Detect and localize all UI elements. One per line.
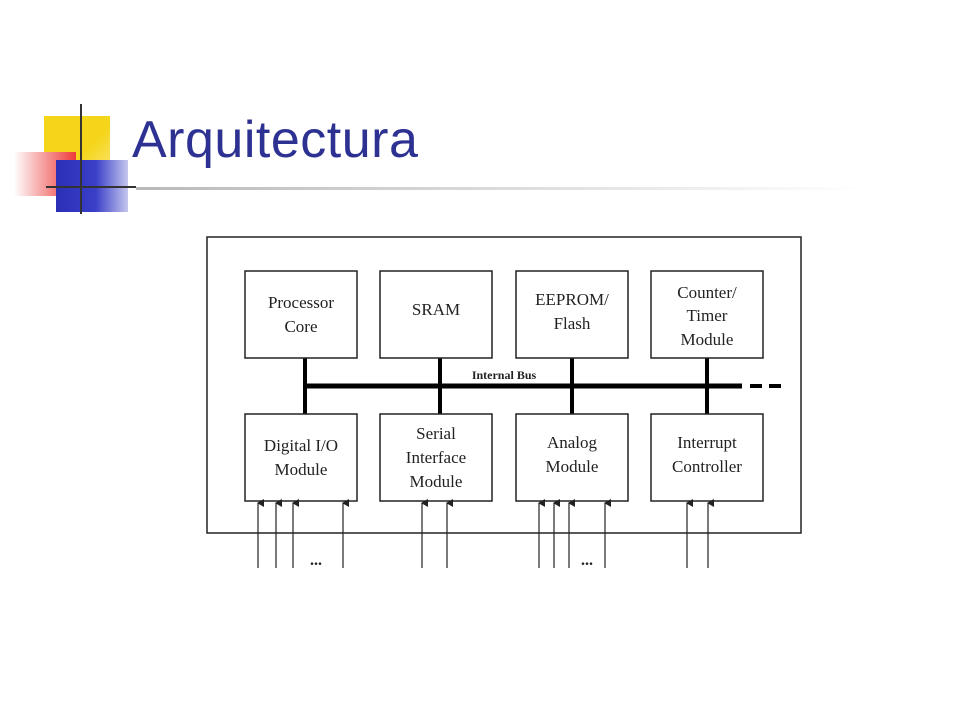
module-label-line: Processor — [268, 293, 334, 312]
module-label-line: Core — [284, 317, 317, 336]
module-label-line: Module — [410, 472, 463, 491]
module-eeprom-flash: EEPROM/ Flash — [515, 270, 629, 359]
decor-vertical-line — [80, 104, 82, 214]
io-pins — [257, 499, 714, 568]
digital-io-pin-ellipsis: ... — [310, 552, 322, 569]
module-label-line: Flash — [554, 314, 591, 333]
module-label-line: Digital I/O — [264, 436, 338, 455]
decor-horizontal-line — [46, 186, 136, 188]
module-counter-timer: Counter/ Timer Module — [650, 270, 764, 359]
title-underline — [136, 187, 866, 190]
module-label-line: Counter/ — [677, 283, 737, 302]
module-sram: SRAM — [379, 270, 493, 359]
module-label-line: Module — [275, 460, 328, 479]
page-title: Arquitectura — [132, 111, 419, 169]
module-label-line: Analog — [547, 433, 598, 452]
analog-pin-ellipsis: ... — [581, 552, 593, 569]
module-processor-core: Processor Core — [244, 270, 358, 359]
module-label-line: EEPROM/ — [535, 290, 609, 309]
module-label-line: Timer — [687, 306, 728, 325]
module-label-line: Interface — [406, 448, 466, 467]
module-serial-interface: Serial Interface Module — [379, 413, 493, 502]
internal-bus-label: Internal Bus — [472, 368, 537, 382]
internal-bus — [303, 358, 783, 414]
module-label-line: Controller — [672, 457, 742, 476]
module-label-line: Module — [681, 330, 734, 349]
module-label-line: Module — [546, 457, 599, 476]
chip-boundary — [206, 236, 802, 534]
module-analog: Analog Module — [515, 413, 629, 502]
module-label-line: Serial — [416, 424, 456, 443]
module-interrupt-controller: Interrupt Controller — [650, 413, 764, 502]
module-label-line: Interrupt — [677, 433, 737, 452]
module-label-line: SRAM — [412, 300, 460, 319]
module-digital-io: Digital I/O Module — [244, 413, 358, 502]
